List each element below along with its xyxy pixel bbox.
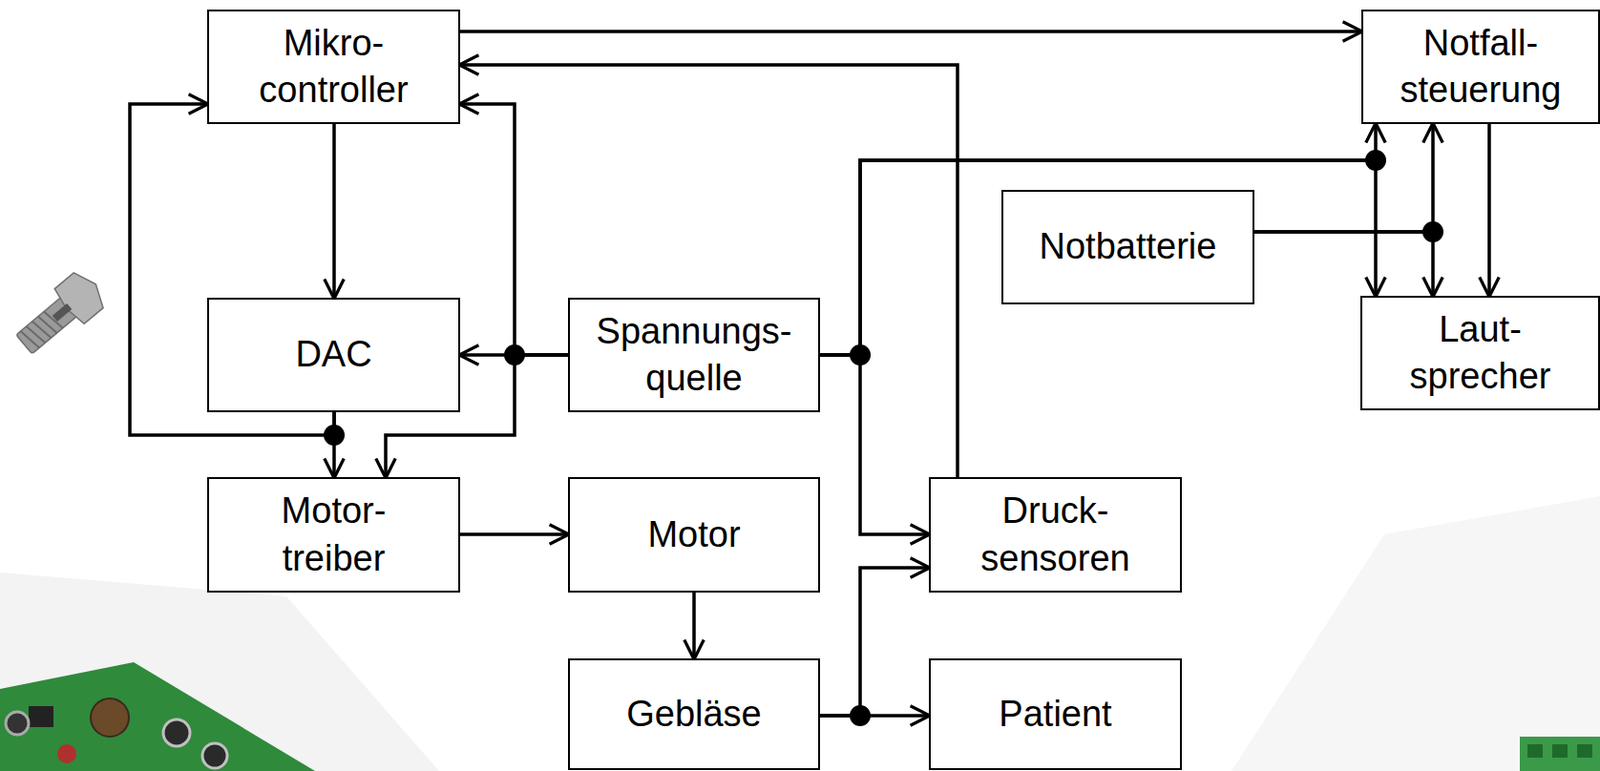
terminal-block	[1519, 736, 1600, 771]
box-label: Notbatterie	[1039, 223, 1218, 271]
inductor	[90, 698, 129, 737]
circuit-board-illustration	[0, 662, 316, 771]
process-box: DAC	[207, 297, 461, 413]
box-label: Laut- sprecher	[1410, 306, 1552, 401]
connector-arrow	[820, 568, 929, 716]
connector-arrow	[460, 532, 569, 537]
capacitor	[202, 743, 228, 769]
box-label: Motor- treiber	[281, 487, 387, 583]
process-box: Notfall- steuerung	[1361, 9, 1600, 125]
connector-arrow	[692, 592, 696, 659]
process-box: Notbatterie	[1001, 189, 1255, 305]
box-label: Motor	[647, 511, 740, 559]
circuit-board	[0, 662, 316, 771]
connector-arrow	[460, 29, 1362, 34]
capacitor	[57, 744, 77, 764]
bolt-head	[51, 266, 110, 326]
background-shade	[0, 572, 440, 771]
terminal-slot	[1552, 744, 1568, 758]
bolt-hole	[52, 303, 72, 322]
process-box: Spannungs- quelle	[568, 297, 821, 413]
connector-arrow	[460, 104, 569, 356]
bolt-thread	[20, 328, 40, 350]
box-label: Mikro- controller	[258, 20, 408, 115]
box-label: Patient	[998, 691, 1112, 738]
junction-dots	[323, 149, 1444, 727]
junction-dot	[1365, 149, 1387, 171]
connector-arrow	[1487, 124, 1492, 296]
box-label: Notfall- steuerung	[1399, 20, 1561, 115]
box-label: Druck- sensoren	[980, 487, 1130, 583]
process-box: Motor	[568, 477, 821, 593]
connector-arrow	[332, 124, 337, 298]
process-box: Druck- sensoren	[928, 477, 1182, 593]
connector-arrow	[820, 124, 1376, 356]
bolt-thread	[26, 323, 46, 345]
junction-dot	[1422, 221, 1444, 243]
process-box: Laut- sprecher	[1360, 295, 1600, 411]
junction-dot	[849, 344, 871, 366]
capacitor	[5, 712, 29, 736]
chip	[28, 706, 54, 728]
connector-arrow	[820, 160, 1376, 356]
connector-arrow	[1254, 231, 1433, 296]
junction-dot	[323, 424, 345, 446]
terminal-block-illustration	[1519, 736, 1600, 771]
terminal-slot	[1527, 744, 1543, 758]
junction-dot	[849, 705, 871, 727]
capacitor	[163, 719, 190, 747]
connector-arrow	[1254, 124, 1433, 232]
junction-dot	[504, 344, 526, 366]
background-shade	[1231, 496, 1600, 771]
bolt-thread	[32, 318, 52, 340]
box-label: DAC	[294, 331, 372, 379]
connector-arrow	[820, 355, 929, 535]
process-box: Patient	[928, 658, 1182, 771]
terminal-slot	[1577, 744, 1593, 758]
box-label: Gebläse	[626, 691, 762, 738]
box-label: Spannungs- quelle	[596, 308, 793, 403]
process-box: Gebläse	[568, 658, 821, 771]
connector-arrow	[460, 64, 958, 478]
process-box: Mikro- controller	[207, 9, 461, 125]
process-box: Motor- treiber	[207, 477, 461, 593]
bolt-illustration	[9, 266, 111, 362]
bolt-shank	[16, 296, 78, 355]
